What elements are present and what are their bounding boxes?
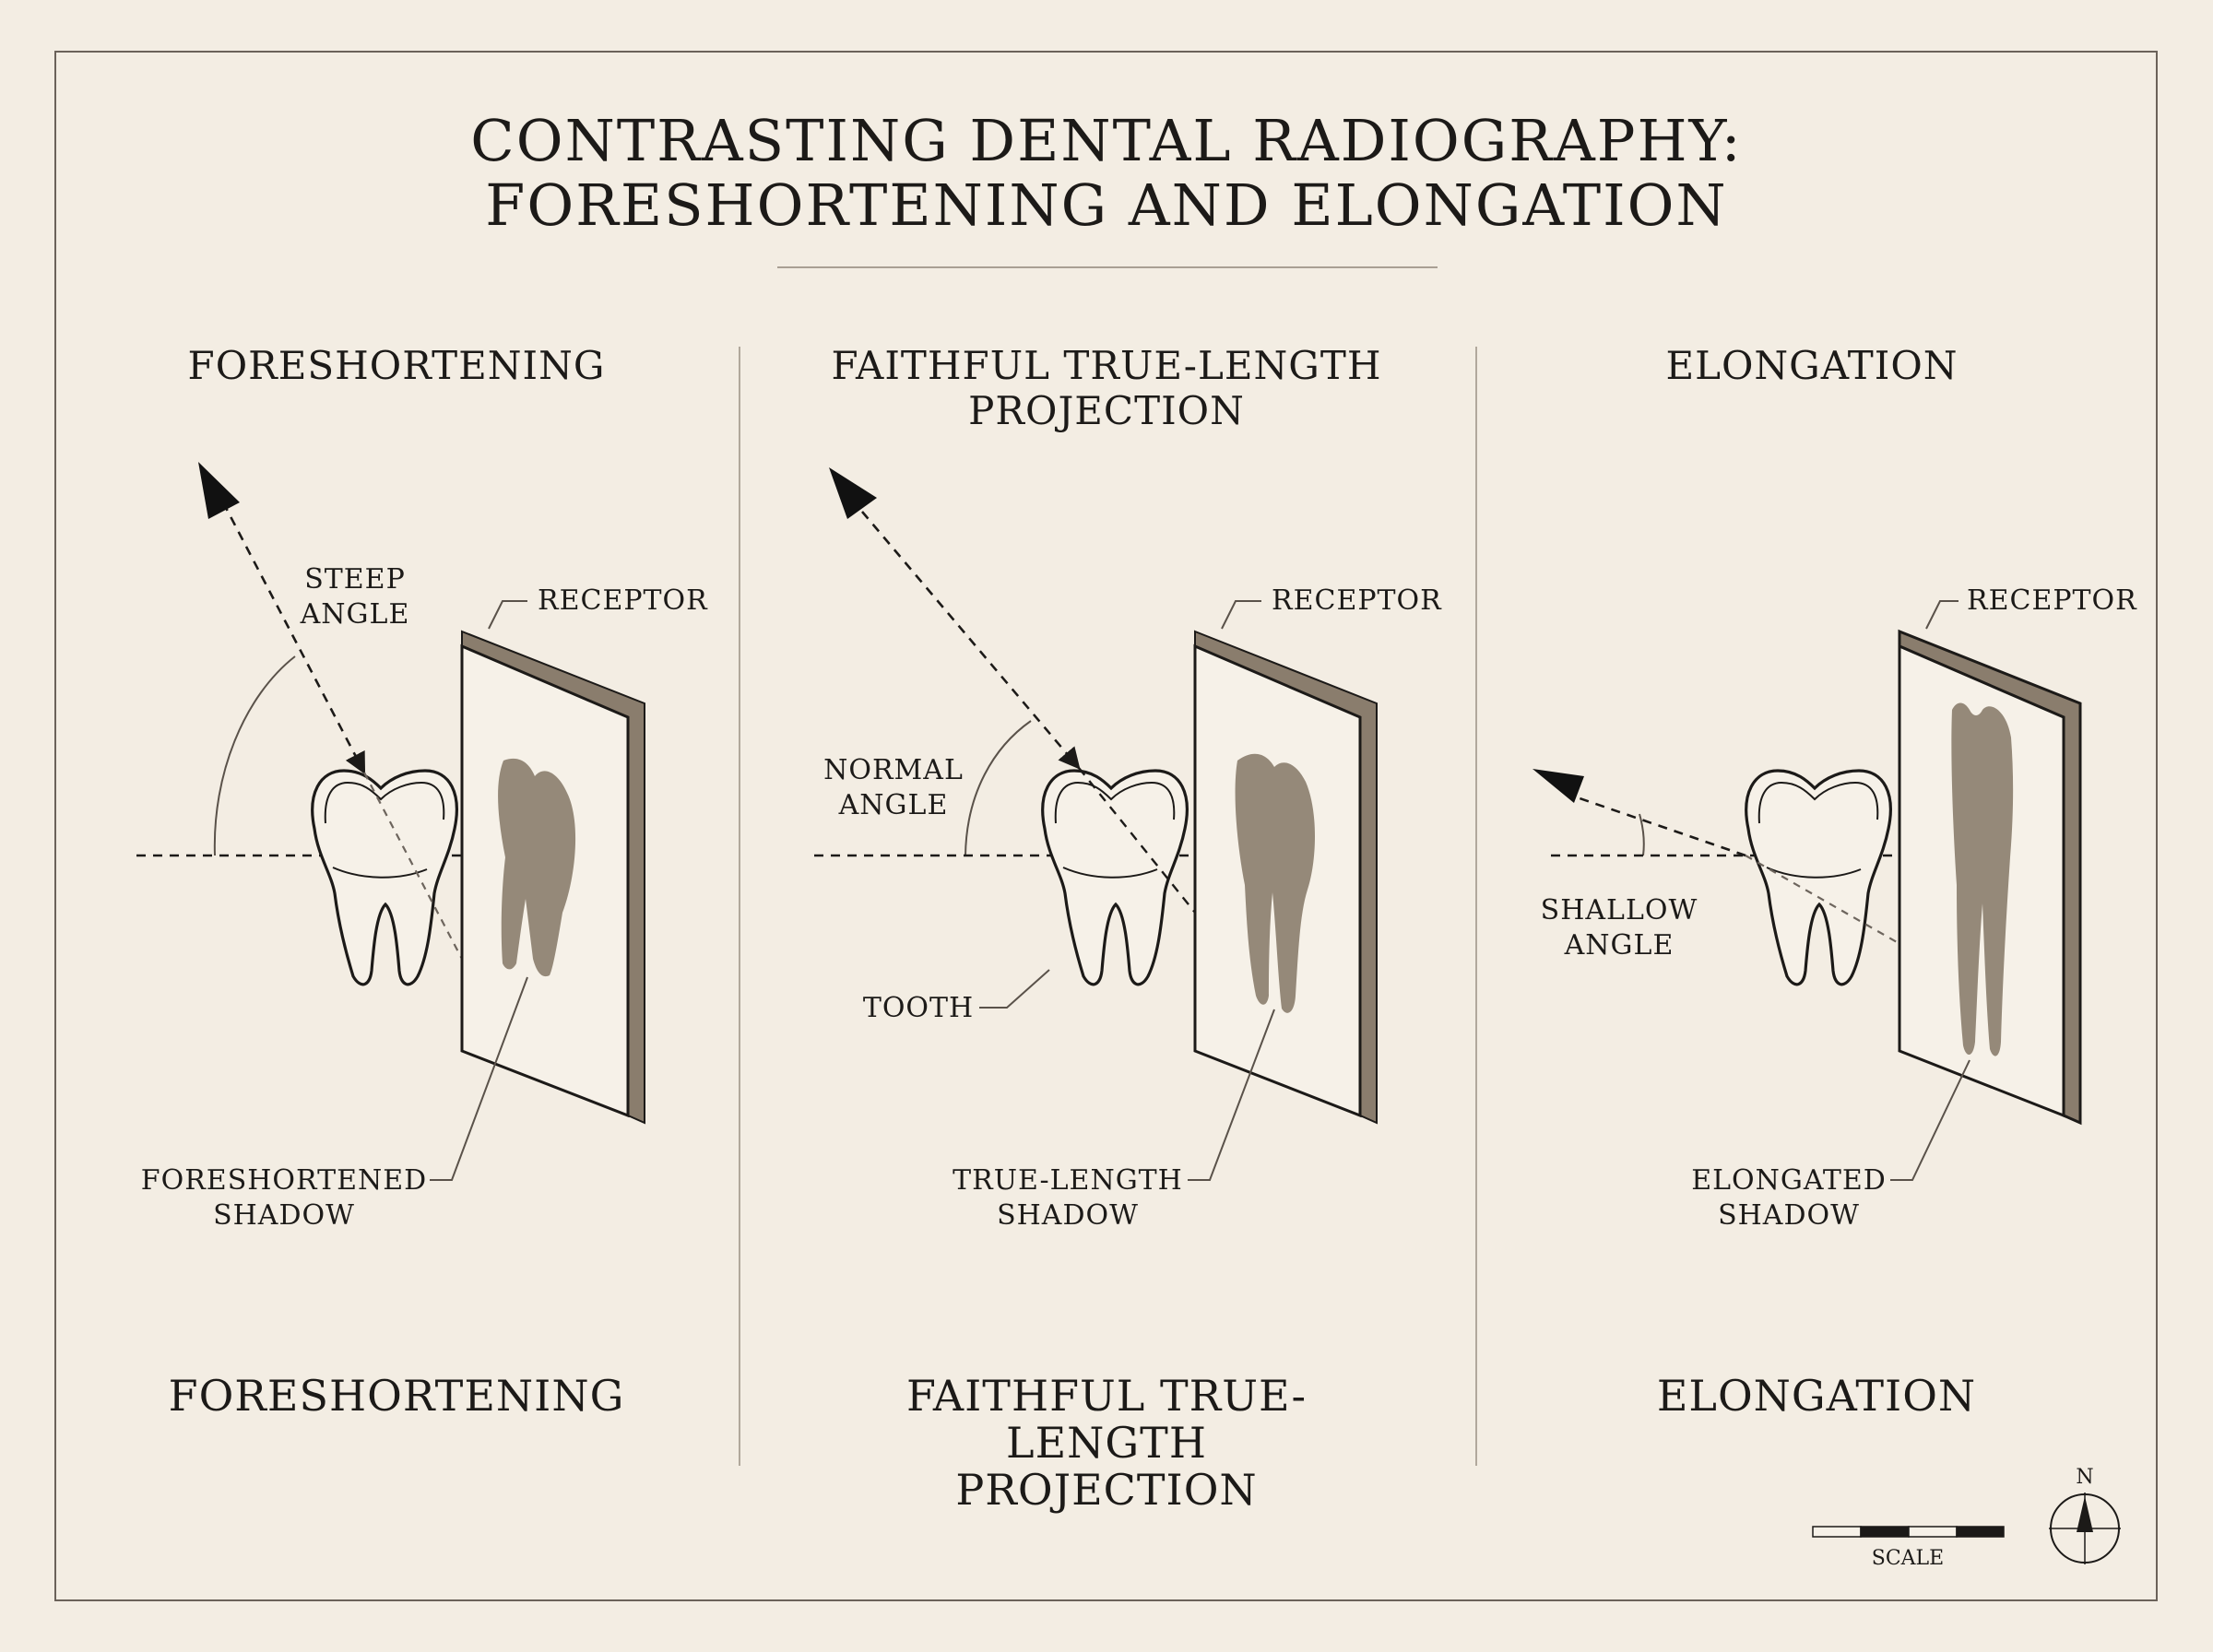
shallow-angle-label-line-1: SHALLOW <box>1541 894 1698 926</box>
receptor-leader-line <box>488 600 527 630</box>
panel-1-footer: FORESHORTENING <box>101 1373 692 1420</box>
scale-label: SCALE <box>1872 1547 1944 1570</box>
elongated-shadow-icon <box>1951 702 2014 1056</box>
scale-bar <box>1812 1526 2005 1538</box>
receptor-leader-line <box>1925 600 1959 630</box>
normal-angle-label-line-1: NORMAL <box>823 754 964 786</box>
column-divider-2 <box>1475 347 1477 1466</box>
title-rule <box>777 266 1438 268</box>
title-line-2: FORESHORTENING AND ELONGATION <box>485 171 1728 239</box>
panel-3-footer: ELONGATION <box>1521 1373 2112 1420</box>
beam-ray-line <box>1557 789 1746 857</box>
foreshortened-shadow-icon <box>498 758 576 977</box>
panel-2-heading-line-1: FAITHFUL TRUE-LENGTH <box>831 343 1382 388</box>
normal-angle-arc <box>964 720 1032 856</box>
steep-angle-arc <box>213 655 296 856</box>
normal-angle-label-line-2: ANGLE <box>838 789 949 821</box>
beam-through-tooth-line <box>363 772 494 1021</box>
beam-source-icon <box>829 467 877 519</box>
column-divider-1 <box>739 347 740 1466</box>
compass-icon <box>2049 1493 2121 1564</box>
beam-ray-line <box>861 511 1081 770</box>
receptor-leader-line <box>1221 600 1261 630</box>
true-length-shadow-label-line-1: TRUE-LENGTH <box>953 1164 1183 1197</box>
receptor-label: RECEPTOR <box>1967 584 2137 617</box>
panel-2-heading-line-2: PROJECTION <box>968 388 1245 433</box>
panel-3-heading: ELONGATION <box>1521 343 2102 388</box>
elongated-shadow-label-line-2: SHADOW <box>1718 1199 1860 1232</box>
panel-1-diagram <box>136 462 645 1181</box>
tooth-leader-line <box>979 969 1050 1009</box>
true-length-shadow-icon <box>1235 753 1315 1013</box>
panel-1-heading: FORESHORTENING <box>101 343 692 388</box>
panel-2-heading: FAITHFUL TRUE-LENGTH PROJECTION <box>830 343 1383 433</box>
foreshortened-shadow-label-line-1: FORESHORTENED <box>141 1164 427 1197</box>
tooth-icon <box>1041 769 1189 986</box>
shadow-leader-line <box>430 976 528 1181</box>
panel-2-footer-line-1: FAITHFUL TRUE-LENGTH <box>905 1371 1308 1468</box>
true-length-shadow-label-line-2: SHADOW <box>997 1199 1139 1232</box>
tooth-icon <box>311 769 458 986</box>
panel-2-footer: FAITHFUL TRUE-LENGTH PROJECTION <box>811 1373 1402 1514</box>
panel-1-footer-line-1: FORESHORTENING <box>168 1371 625 1421</box>
panel-3-footer-line-1: ELONGATION <box>1656 1371 1977 1421</box>
shadow-leader-line <box>1188 1009 1275 1181</box>
title-line-1: CONTRASTING DENTAL RADIOGRAPHY: <box>470 107 1743 174</box>
shadow-leader-line <box>1890 1059 1970 1181</box>
receptor-label: RECEPTOR <box>538 584 708 617</box>
beam-source-icon <box>1533 769 1584 803</box>
elongated-shadow-label-line-1: ELONGATED <box>1691 1164 1887 1197</box>
panel-2-diagram <box>814 467 1378 1181</box>
shallow-angle-label-line-2: ANGLE <box>1564 929 1675 962</box>
tooth-label: TOOTH <box>863 992 974 1024</box>
panel-3-diagram <box>1533 600 2082 1181</box>
panel-2-footer-line-2: PROJECTION <box>955 1465 1258 1515</box>
panel-3-heading-line-1: ELONGATION <box>1665 343 1959 388</box>
compass-north-label: N <box>2076 1466 2093 1489</box>
shallow-angle-arc <box>1639 813 1645 856</box>
foreshortened-shadow-label-line-2: SHADOW <box>213 1199 355 1232</box>
beam-source-icon <box>198 462 240 519</box>
steep-angle-label-line-1: STEEP <box>304 563 406 596</box>
beam-ray-line <box>221 502 366 775</box>
panel-1-heading-line-1: FORESHORTENING <box>187 343 606 388</box>
steep-angle-label-line-2: ANGLE <box>300 598 410 631</box>
tooth-icon <box>1745 769 1892 986</box>
page-frame <box>54 51 2158 1601</box>
receptor-label: RECEPTOR <box>1272 584 1442 617</box>
